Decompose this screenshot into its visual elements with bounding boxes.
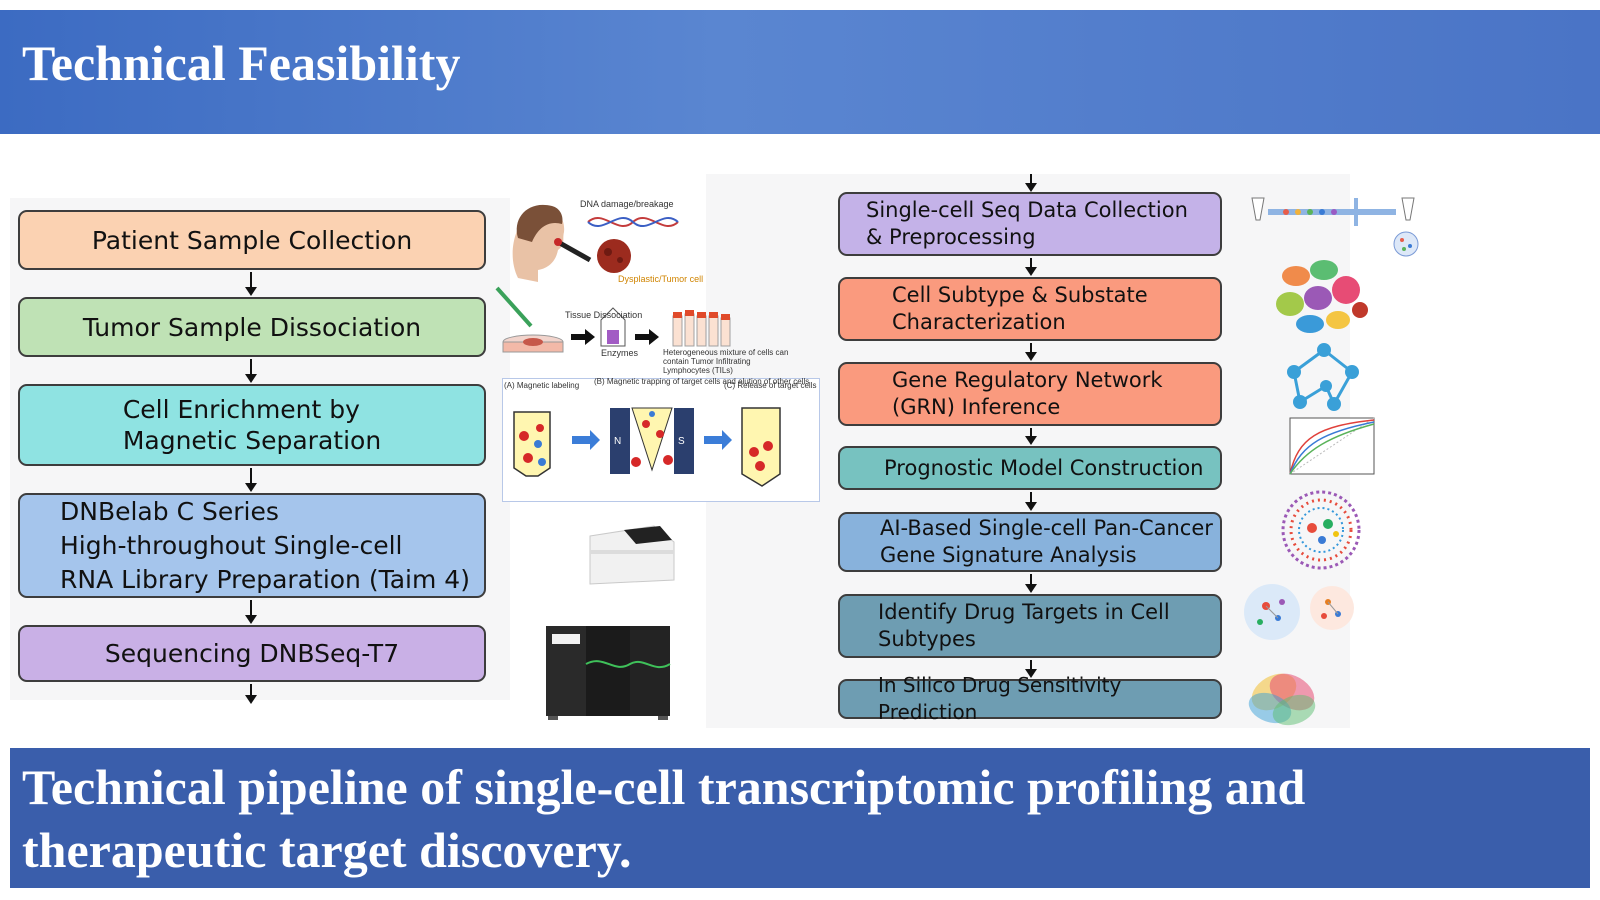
enzymes-label: Enzymes (601, 348, 639, 358)
step-label: Patient Sample Collection (91, 225, 413, 255)
step-label: In Silico Drug Sensitivity Prediction (878, 673, 1122, 724)
step-prognostic-model: Prognostic Model Construction (838, 446, 1222, 490)
step-cell-subtype: Cell Subtype & Substate Characterization (838, 277, 1222, 341)
step-sequencing: Sequencing DNBSeq-T7 (18, 625, 486, 682)
step-label: Identify Drug Targets in Cell Subtypes (878, 600, 1170, 651)
magnetic-separation-illustration: (A) Magnetic labeling (B) Magnetic trapp… (502, 378, 820, 502)
flow-arrow (245, 684, 257, 704)
grn-network-thumbnail (1287, 343, 1359, 411)
step-cell-enrichment: Cell Enrichment by Magnetic Separation (18, 384, 486, 466)
step-drug-sensitivity: In Silico Drug Sensitivity Prediction (838, 673, 1222, 724)
patient-dna-illustration: DNA damage/breakage Dysplastic/Tumor cel… (512, 199, 703, 284)
roc-curve-thumbnail (1289, 417, 1375, 475)
header-banner: Technical Feasibility (0, 10, 1600, 134)
step-ai-pan-cancer: AI-Based Single-cell Pan-Cancer Gene Sig… (838, 512, 1222, 572)
step-label: Cell Subtype & Substate Characterization (892, 283, 1148, 334)
flow-arrow (1025, 258, 1037, 276)
drug-sensitivity-venn-thumbnail (1248, 673, 1316, 726)
step-library-preparation: DNBelab C Series High-throughout Single-… (18, 493, 486, 598)
step-patient-sample-collection: Patient Sample Collection (18, 210, 486, 270)
flow-arrow (1025, 428, 1037, 445)
flow-arrow (245, 468, 257, 492)
page-title: Technical Feasibility (22, 35, 461, 91)
flow-arrow (1025, 343, 1037, 361)
magnetic-c-label: (C) Release of target cells (724, 381, 816, 390)
step-label: Gene Regulatory Network (GRN) Inference (892, 368, 1163, 419)
magnetic-b-label: (B) Magnetic trapping of target cells an… (594, 378, 809, 386)
step-label: DNBelab C Series High-throughout Single-… (60, 496, 470, 594)
library-prep-instrument-icon (589, 525, 675, 585)
cell-cluster-umap-thumbnail (1276, 260, 1368, 333)
dna-damage-label: DNA damage/breakage (580, 199, 674, 209)
step-label: AI-Based Single-cell Pan-Cancer Gene Sig… (880, 516, 1213, 567)
step-tumor-sample-dissociation: Tumor Sample Dissociation (18, 297, 486, 357)
step-label: Cell Enrichment by Magnetic Separation (122, 395, 382, 455)
pan-cancer-circos-thumbnail (1281, 490, 1361, 570)
step-data-collection: Single-cell Seq Data Collection & Prepro… (838, 192, 1222, 256)
step-label: Tumor Sample Dissociation (82, 312, 422, 342)
flow-arrow (245, 359, 257, 383)
pole-n-label: N (614, 436, 621, 447)
caption-banner: Technical pipeline of single-cell transc… (10, 748, 1590, 888)
flow-arrow (1025, 660, 1037, 678)
flow-arrow (245, 600, 257, 624)
flow-arrow (1025, 174, 1037, 192)
step-label: Prognostic Model Construction (884, 455, 1204, 480)
flow-arrow (1025, 492, 1037, 511)
step-label: Single-cell Seq Data Collection & Prepro… (866, 198, 1188, 249)
dysplastic-label: Dysplastic/Tumor cell (618, 274, 703, 284)
sequencer-instrument-icon (546, 626, 671, 720)
flow-arrow (1025, 574, 1037, 593)
step-label: Sequencing DNBSeq-T7 (104, 639, 400, 668)
tissue-dissociation-illustration: Tissue Dissociation Enzymes Heterogeneou… (495, 286, 789, 375)
magnetic-a-label: (A) Magnetic labeling (504, 381, 579, 390)
sc-seq-workflow-thumbnail (1251, 197, 1419, 257)
flow-arrow (245, 272, 257, 296)
drug-target-network-thumbnail (1244, 584, 1354, 640)
step-grn-inference: Gene Regulatory Network (GRN) Inference (838, 362, 1222, 426)
caption-text: Technical pipeline of single-cell transc… (22, 759, 1306, 878)
mixture-label: Heterogeneous mixture of cells can conta… (663, 348, 789, 375)
step-drug-targets: Identify Drug Targets in Cell Subtypes (838, 594, 1222, 658)
tissue-dissociation-label: Tissue Dissociation (565, 310, 642, 320)
pole-s-label: S (678, 436, 685, 447)
